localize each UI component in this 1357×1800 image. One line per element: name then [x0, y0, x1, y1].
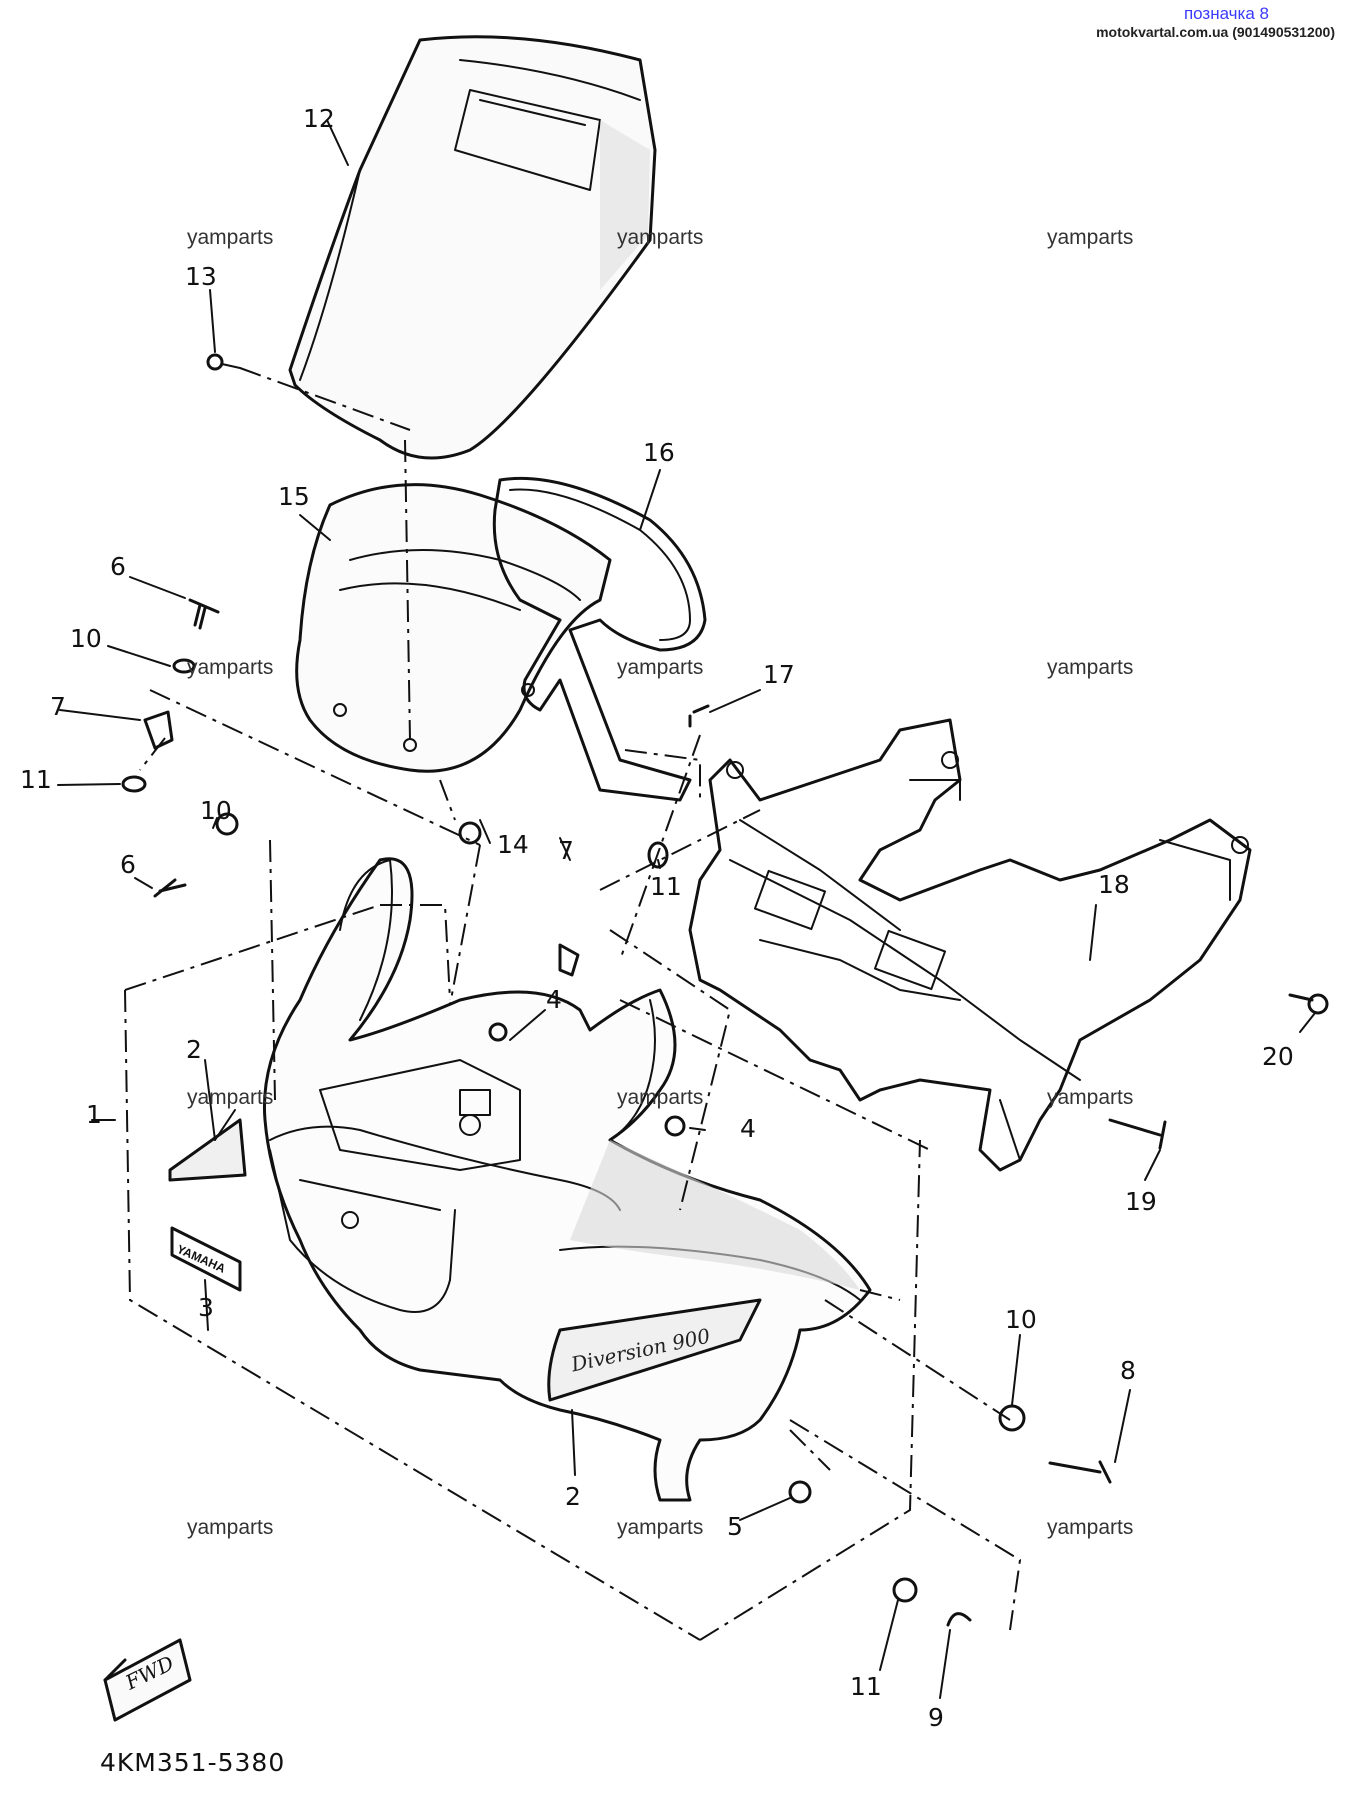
meter-bracket-part: [492, 476, 707, 802]
callout-18: 18: [1098, 870, 1130, 899]
callout-7b: 7: [558, 836, 574, 865]
assembly-boundary-lines: [124, 689, 1022, 1641]
watermark: yamparts: [187, 1516, 274, 1539]
watermark: yamparts: [1047, 1086, 1134, 1109]
callout-2a: 2: [186, 1035, 202, 1064]
screw-13-part: [206, 353, 411, 431]
callout-10b: 10: [200, 796, 232, 825]
watermark: yamparts: [617, 656, 704, 679]
callout-17: 17: [763, 660, 795, 689]
callout-10c: 10: [1005, 1305, 1037, 1334]
hardware-parts: [121, 598, 1329, 1627]
fwd-arrow-indicator: FWD: [103, 1638, 192, 1722]
inner-panel-part: [295, 439, 612, 773]
callout-4a: 4: [546, 985, 562, 1014]
callout-9: 9: [928, 1703, 944, 1732]
watermark: yamparts: [617, 1086, 704, 1109]
watermark: yamparts: [617, 1516, 704, 1539]
callout-1: 1: [86, 1100, 102, 1129]
callout-8: 8: [1120, 1356, 1136, 1385]
watermark: yamparts: [187, 226, 274, 249]
callout-16: 16: [643, 438, 675, 467]
callout-11c: 11: [850, 1672, 882, 1701]
watermark: yamparts: [187, 656, 274, 679]
windscreen-part: [288, 35, 657, 460]
source-site-label: motokvartal.com.ua (901490531200): [1096, 24, 1335, 40]
callout-5: 5: [727, 1512, 743, 1541]
callout-10a: 10: [70, 624, 102, 653]
main-cowling-part: [262, 857, 872, 1502]
callout-leader-lines: [57, 119, 1316, 1699]
callout-4b: 4: [740, 1114, 756, 1143]
callout-2b: 2: [565, 1482, 581, 1511]
watermark: yamparts: [1047, 1516, 1134, 1539]
callout-12: 12: [303, 104, 335, 133]
callout-11a: 11: [20, 765, 52, 794]
diagram-tag-link[interactable]: позначка 8: [1183, 4, 1269, 23]
callout-11b: 11: [650, 872, 682, 901]
callout-7a: 7: [50, 692, 66, 721]
side-decal-part: [168, 1109, 762, 1402]
callout-15: 15: [278, 482, 310, 511]
callout-3: 3: [198, 1293, 214, 1322]
watermark: yamparts: [187, 1086, 274, 1109]
callout-6b: 6: [120, 850, 136, 879]
catalog-code: 4KM351-5380: [100, 1748, 286, 1777]
callout-14: 14: [497, 830, 529, 859]
watermark: yamparts: [1047, 656, 1134, 679]
frame-stay-part: [688, 718, 1252, 1172]
callout-19: 19: [1125, 1187, 1157, 1216]
watermark: yamparts: [1047, 226, 1134, 249]
watermark: yamparts: [617, 226, 704, 249]
callout-6a: 6: [110, 552, 126, 581]
callout-13: 13: [185, 262, 217, 291]
callout-20: 20: [1262, 1042, 1294, 1071]
